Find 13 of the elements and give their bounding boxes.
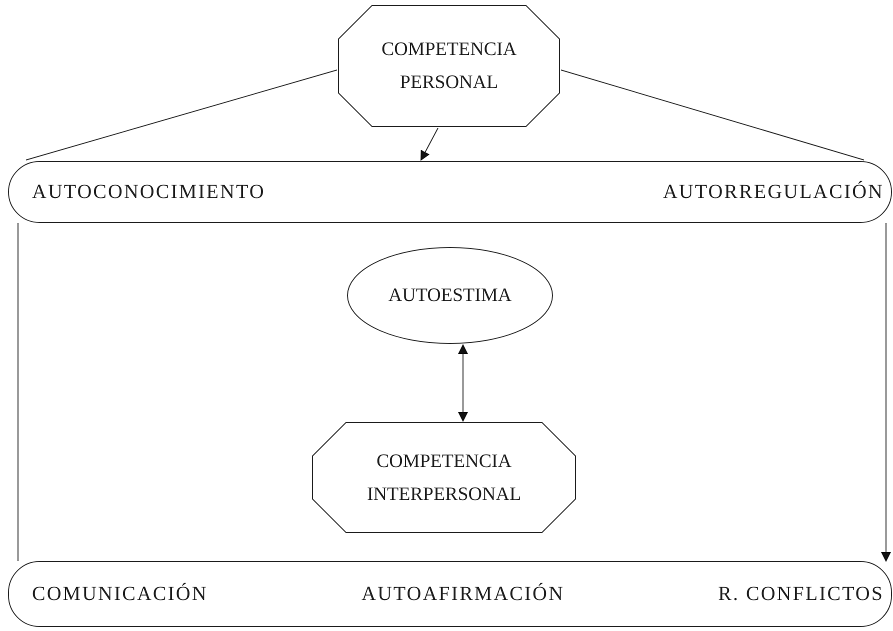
connector-line [560, 70, 864, 160]
node-label: AUTOCONOCIMIENTO [32, 180, 266, 205]
node-label: COMUNICACIÓN [32, 582, 208, 607]
node-label: AUTOESTIMA [388, 284, 512, 308]
node-label: AUTOAFIRMACIÓN [362, 582, 564, 607]
connector-line [26, 70, 338, 160]
node-label: COMPETENCIA PERSONAL [380, 38, 518, 95]
arrow [420, 128, 438, 161]
node-label: R. CONFLICTOS [718, 582, 884, 607]
node-label: COMPETENCIA INTERPERSONAL [366, 450, 522, 506]
arrow [458, 344, 468, 422]
node-label: AUTORREGULACIÓN [662, 180, 884, 205]
arrow [881, 222, 891, 562]
